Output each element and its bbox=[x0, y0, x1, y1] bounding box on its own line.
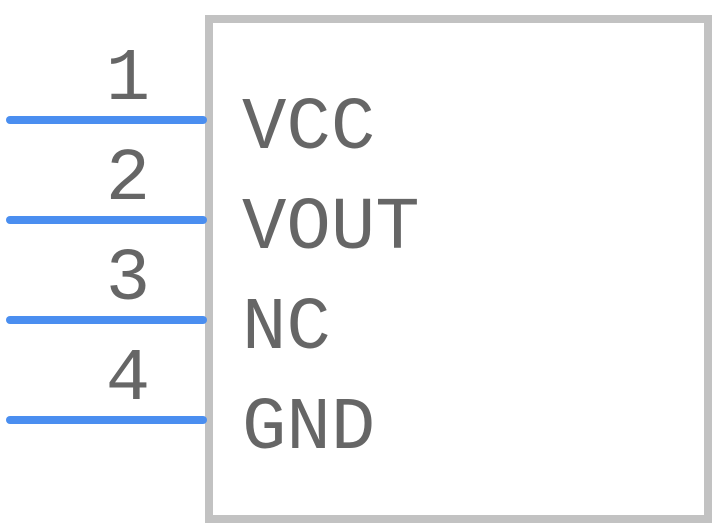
pin-3: 3NC bbox=[6, 238, 331, 371]
pin-number: 3 bbox=[106, 238, 150, 322]
pin-name: VOUT bbox=[242, 187, 420, 271]
pin-name: GND bbox=[242, 387, 375, 471]
component-body-outline bbox=[205, 15, 712, 523]
pin-name: VCC bbox=[242, 87, 375, 171]
pin-number: 1 bbox=[106, 38, 150, 122]
pin-name: NC bbox=[242, 287, 331, 371]
pin-number: 2 bbox=[106, 138, 150, 222]
pin-number: 4 bbox=[106, 338, 150, 422]
